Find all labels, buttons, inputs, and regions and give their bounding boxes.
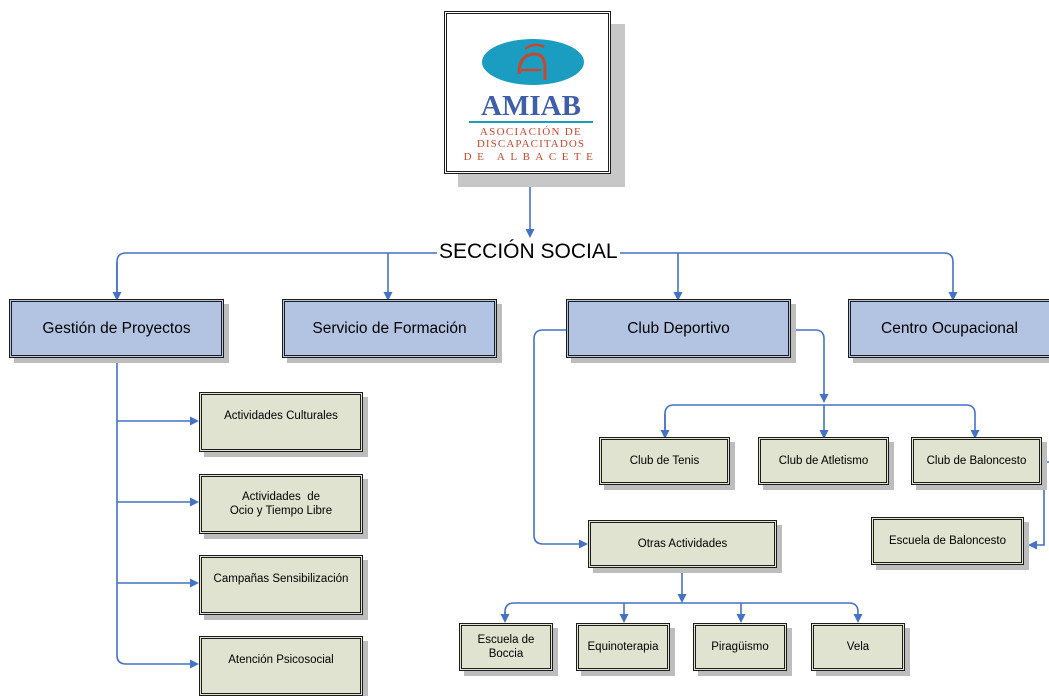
logo-tagline-2: DISCAPACITADOS	[477, 138, 585, 150]
department-label: Servicio de Formación	[312, 319, 467, 337]
club-atletismo: Club de Atletismo	[758, 437, 889, 485]
activity-label: Campañas Sensibilización	[213, 573, 349, 585]
connector-right-edge	[1028, 461, 1049, 550]
department-label: Centro Ocupacional	[881, 319, 1018, 337]
connector-otras-rail	[504, 602, 863, 623]
activity-piraguismo: Piragüismo	[693, 623, 787, 671]
department-label: Gestión de Proyectos	[42, 319, 191, 337]
department-gestion-proyectos: Gestión de Proyectos	[9, 299, 224, 358]
connector-club-right	[791, 329, 829, 403]
connector-clubs-rail	[664, 404, 980, 439]
activity-label: Vela	[846, 641, 870, 653]
club-label: Club de Atletismo	[778, 455, 869, 467]
activity-label: Equinoterapia	[587, 641, 659, 653]
logo-tagline-1: ASOCIACIÓN DE	[480, 126, 582, 138]
club-label: Club de Baloncesto	[926, 455, 1027, 467]
activity-equinoterapia: Equinoterapia	[576, 623, 670, 671]
club-tenis: Club de Tenis	[599, 437, 730, 485]
activity-label-line1: Escuela de	[477, 634, 535, 646]
activity-label: Atención Psicosocial	[228, 654, 334, 666]
activity-culturales: Actividades Culturales	[199, 392, 363, 452]
club-label: Club de Tenis	[629, 455, 700, 467]
department-centro-ocupacional: Centro Ocupacional	[848, 299, 1049, 358]
connector-club-left	[533, 329, 588, 549]
activity-label-line2: Ocio y Tiempo Libre	[229, 505, 333, 517]
amiab-logo-graphic: AMIAB ASOCIACIÓN DE DISCAPACITADOS DE AL…	[464, 39, 599, 163]
logo-mark-icon	[517, 52, 547, 80]
activity-vela: Vela	[811, 623, 905, 671]
activity-escuela-boccia: Escuela de Boccia	[459, 623, 553, 671]
escuela-baloncesto: Escuela de Baloncesto	[871, 517, 1024, 565]
club-baloncesto: Club de Baloncesto	[911, 437, 1042, 485]
activity-atencion-psicosocial: Atención Psicosocial	[199, 636, 363, 696]
activity-ocio-tiempo-libre: Actividades de Ocio y Tiempo Libre	[199, 474, 363, 534]
logo-tagline-3: DE ALBACETE	[464, 151, 599, 163]
department-label: Club Deportivo	[627, 319, 730, 337]
amiab-logo: AMIAB ASOCIACIÓN DE DISCAPACITADOS DE AL…	[444, 11, 611, 174]
otras-actividades: Otras Actividades	[588, 520, 777, 568]
activity-label-line1: Actividades de	[242, 491, 320, 503]
seccion-social-heading: SECCIÓN SOCIAL	[437, 240, 620, 264]
logo-name: AMIAB	[481, 90, 581, 122]
logo-oval	[482, 39, 584, 85]
activity-label-line2: Boccia	[488, 648, 524, 660]
activity-campanas-sensibilizacion: Campañas Sensibilización	[199, 555, 363, 615]
department-servicio-formacion: Servicio de Formación	[282, 299, 497, 358]
connector-gestion-trunk	[116, 358, 199, 669]
department-club-deportivo: Club Deportivo	[566, 299, 791, 358]
otras-label: Otras Actividades	[637, 538, 728, 550]
activity-label: Actividades Culturales	[224, 410, 338, 422]
activity-label: Piragüismo	[711, 641, 769, 653]
escuela-baloncesto-label: Escuela de Baloncesto	[889, 535, 1006, 547]
